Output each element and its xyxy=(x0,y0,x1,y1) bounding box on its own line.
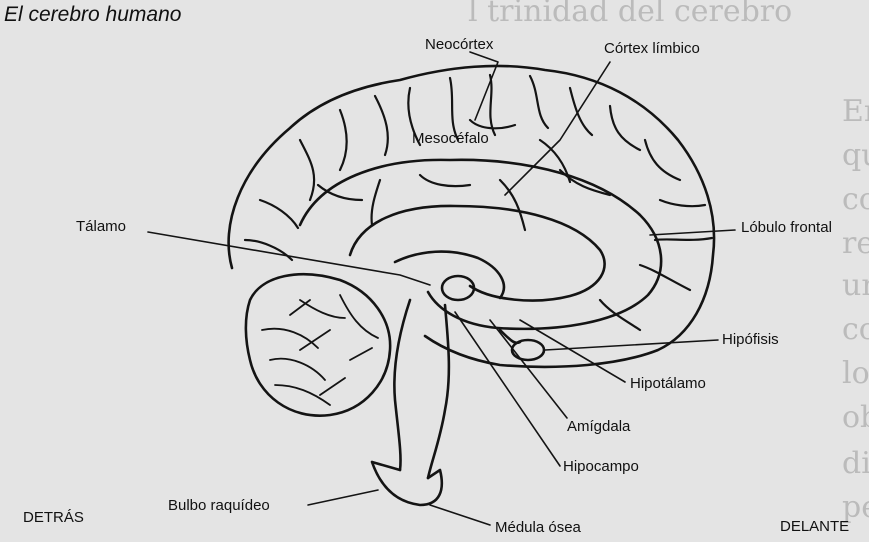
leader-medula xyxy=(430,505,490,525)
brainstem-outline xyxy=(394,300,449,478)
figure-title: El cerebro humano xyxy=(4,6,181,24)
label-delante: DELANTE xyxy=(780,518,849,536)
label-cortex-limbico: Córtex límbico xyxy=(604,40,700,58)
label-medula-osea: Médula ósea xyxy=(495,519,581,537)
label-hipofisis: Hipófisis xyxy=(722,331,779,349)
thalamus-shape xyxy=(442,276,474,300)
callosum-fornix xyxy=(395,252,504,298)
cerebellum-outline xyxy=(246,274,390,415)
leader-bulbo xyxy=(308,490,378,505)
label-detras: DETRÁS xyxy=(23,509,84,527)
label-hipotalamo: Hipotálamo xyxy=(630,375,706,393)
cerebellum-folds xyxy=(262,295,378,405)
leader-lobulo xyxy=(650,230,735,235)
leader-amigdala xyxy=(490,320,567,418)
callosum-inner-arc xyxy=(350,206,605,301)
label-hipocampo: Hipocampo xyxy=(563,458,639,476)
label-lobulo-frontal: Lóbulo frontal xyxy=(741,219,832,237)
label-neocortex: Neocórtex xyxy=(425,36,493,54)
leader-hipotalamo xyxy=(520,320,625,382)
leader-hipofisis xyxy=(545,340,718,350)
leader-neocortex xyxy=(470,52,498,120)
label-amigdala: Amígdala xyxy=(567,418,630,436)
label-mesocefalo: Mesocéfalo xyxy=(412,130,489,148)
label-talamo: Tálamo xyxy=(76,218,126,236)
label-bulbo-raquideo: Bulbo raquídeo xyxy=(168,497,270,515)
